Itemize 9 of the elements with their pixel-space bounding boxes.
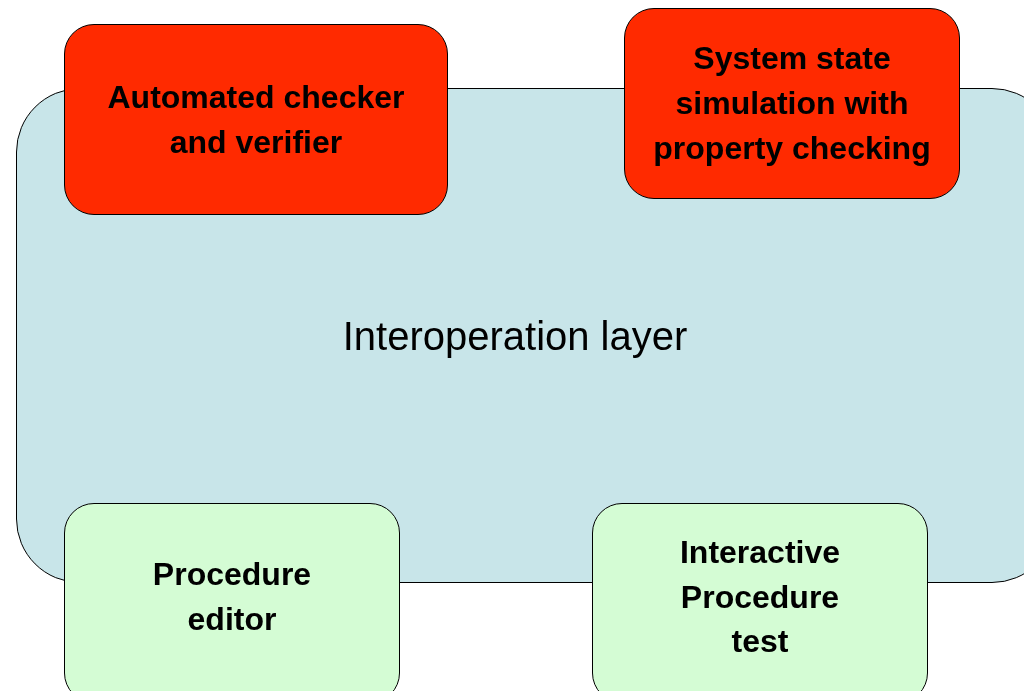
component-label: Procedure editor: [151, 555, 313, 639]
component-label: Automated checker and verifier: [106, 77, 406, 162]
layer-label: Interoperation layer: [342, 312, 688, 360]
component-label: System state simulation with property checking: [652, 39, 932, 168]
component-box: [592, 503, 928, 691]
component-box: [64, 503, 400, 691]
component-label: Interactive Procedure test: [678, 532, 842, 662]
component-box: [64, 24, 448, 215]
component-box: [624, 8, 960, 199]
